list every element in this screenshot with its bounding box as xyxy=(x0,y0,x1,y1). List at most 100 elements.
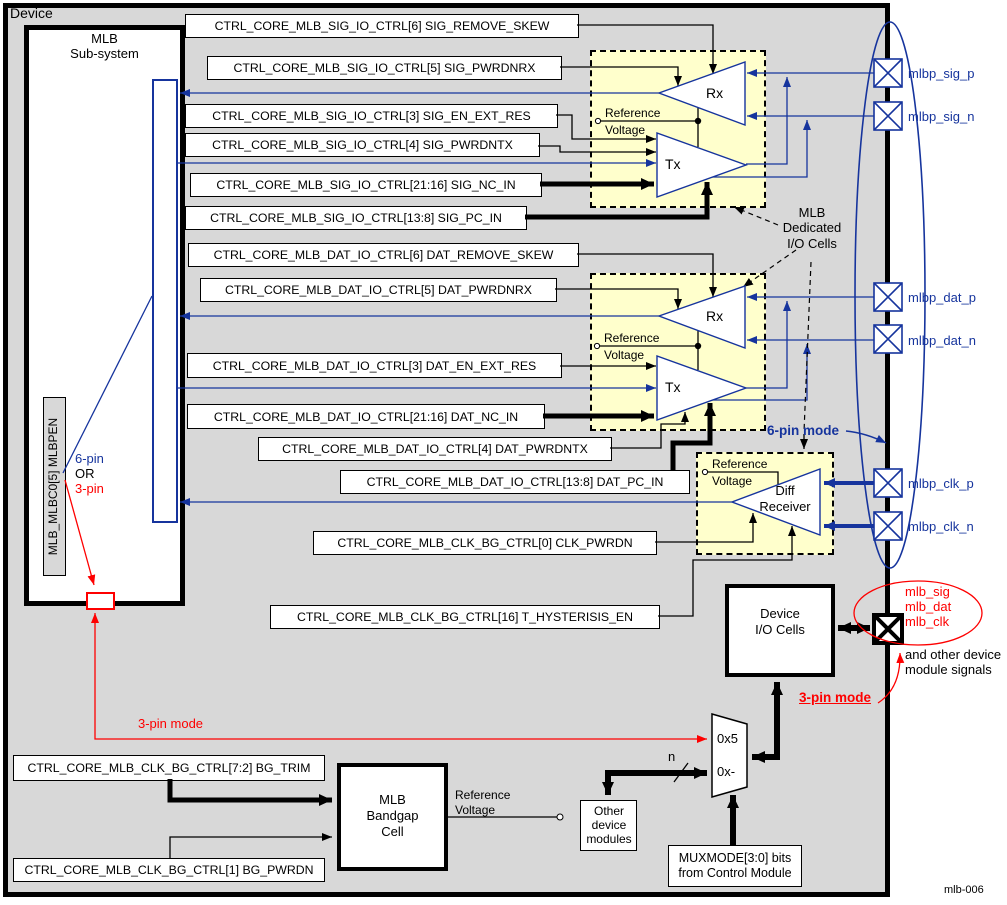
bandgap-box xyxy=(337,763,448,871)
pad-mlbp-sig-p xyxy=(873,58,903,88)
mode-3pin-label: 3-pin xyxy=(75,481,104,496)
mux-input-0x-label: 0x- xyxy=(717,764,736,779)
pad-mlbp-clk-n xyxy=(873,511,903,541)
pad-label-mlbp-sig-n: mlbp_sig_n xyxy=(908,109,975,124)
signal-mlb-sig: mlb_sig xyxy=(905,584,950,599)
diff-receiver-line1: Diff xyxy=(775,483,795,498)
mode-or-label: OR xyxy=(75,466,95,481)
sig-rx-label: Rx xyxy=(706,85,724,101)
dat-black-wires xyxy=(555,253,717,449)
pad-label-mlbp-dat-n: mlbp_dat_n xyxy=(908,333,976,348)
sig-rx-amp xyxy=(656,61,746,127)
bandgap-ref-line2: Voltage xyxy=(455,803,496,817)
diff-receiver-line2: Receiver xyxy=(759,499,811,514)
io-cells-callout-line1: MLB xyxy=(798,205,826,220)
dat-thick-wires xyxy=(543,403,716,470)
mlbpen-label: MLB_MLBC0[5] MLBPEN xyxy=(46,417,60,556)
bandgap-ref-line1: Reference xyxy=(455,788,511,802)
mlb-port-bus xyxy=(152,79,178,523)
three-pin-right-leader-arrow xyxy=(877,652,905,704)
sig-thick-wires xyxy=(525,178,713,220)
bg-pwrdn-wire xyxy=(169,833,332,858)
reg-dat-pwrdnrx: CTRL_CORE_MLB_DAT_IO_CTRL[5] DAT_PWRDNRX xyxy=(200,278,557,302)
device-io-cells-line2: I/O Cells xyxy=(755,622,805,637)
reg-sig-en-ext-res: CTRL_CORE_MLB_SIG_IO_CTRL[3] SIG_EN_EXT_… xyxy=(185,104,558,128)
other-modules-mux-biarrow xyxy=(602,767,707,795)
other-signals-line1: and other device xyxy=(905,647,1002,662)
dat-rx-amp xyxy=(656,285,746,350)
other-modules-line1: Other xyxy=(593,804,624,818)
bus-width-n-label: n xyxy=(668,749,676,764)
bandgap-line3: Cell xyxy=(381,824,404,839)
six-pin-mode-label: 6-pin mode xyxy=(767,423,840,438)
mlbp-pads xyxy=(873,58,903,541)
pad-label-mlbp-dat-p: mlbp_dat_p xyxy=(908,290,976,305)
reg-dat-pc-in: CTRL_CORE_MLB_DAT_IO_CTRL[13:8] DAT_PC_I… xyxy=(340,470,690,494)
bandgap-line1: MLB xyxy=(379,792,406,807)
io-cells-callout-line2: Dedicated xyxy=(782,220,842,235)
callout-leaders xyxy=(733,206,812,433)
pad-mlbp-clk-p xyxy=(873,468,903,498)
mode-6pin-label: 6-pin xyxy=(75,451,104,466)
three-pin-mode-line xyxy=(91,613,707,743)
pad-mlbp-sig-n xyxy=(873,101,903,131)
sig-tx-amp xyxy=(656,132,749,198)
sig-tx-label: Tx xyxy=(665,156,681,172)
reg-sig-nc-in: CTRL_CORE_MLB_SIG_IO_CTRL[21:16] SIG_NC_… xyxy=(190,173,542,197)
reg-dat-en-ext-res: CTRL_CORE_MLB_DAT_IO_CTRL[3] DAT_EN_EXT_… xyxy=(187,353,562,378)
dat-tx-amp xyxy=(656,355,749,421)
device-io-cells-line1: Device xyxy=(760,606,800,621)
bg-trim-wire xyxy=(167,779,332,806)
bandgap-line2: Bandgap xyxy=(366,808,419,823)
three-pin-mode-right-label: 3-pin mode xyxy=(799,690,872,705)
mux-input-0x5-label: 0x5 xyxy=(717,731,738,746)
dat-rx-label: Rx xyxy=(706,308,724,324)
subsystem-title-line2: Sub-system xyxy=(70,46,139,61)
pad-mlbp-dat-n xyxy=(873,324,903,354)
clk-ref-line2: Voltage xyxy=(712,474,753,488)
other-modules-box xyxy=(580,800,637,851)
mux-io-cells-biarrow xyxy=(752,682,783,763)
sig-ref-line2: Voltage xyxy=(605,123,646,137)
pad-label-mlbp-clk-n: mlbp_clk_n xyxy=(908,519,974,534)
three-pin-group-ellipse xyxy=(853,580,983,646)
reg-sig-pc-in: CTRL_CORE_MLB_SIG_IO_CTRL[13:8] SIG_PC_I… xyxy=(185,206,527,230)
pad-label-mlbp-sig-p: mlbp_sig_p xyxy=(908,66,975,81)
other-modules-line3: modules xyxy=(586,832,632,846)
clk-ref-line1: Reference xyxy=(712,457,768,471)
sig-black-wires xyxy=(538,24,717,156)
device-io-cells-box xyxy=(725,584,835,677)
six-pin-group-ellipse xyxy=(854,21,926,569)
dat-blue-wires xyxy=(177,293,874,401)
three-pin-mode-left-label: 3-pin mode xyxy=(138,716,204,731)
dat-ref-line1: Reference xyxy=(604,331,660,345)
reg-dat-nc-in: CTRL_CORE_MLB_DAT_IO_CTRL[21:16] DAT_NC_… xyxy=(187,404,545,429)
dat-tx-label: Tx xyxy=(665,379,681,395)
pad-mux xyxy=(711,713,748,798)
reg-bg-trim: CTRL_CORE_MLB_CLK_BG_CTRL[7:2] BG_TRIM xyxy=(13,755,325,781)
reg-dat-remove-skew: CTRL_CORE_MLB_DAT_IO_CTRL[6] DAT_REMOVE_… xyxy=(188,243,579,267)
reg-sig-pwrdntx: CTRL_CORE_MLB_SIG_IO_CTRL[4] SIG_PWRDNTX xyxy=(185,133,540,157)
ref-voltage-terminals xyxy=(556,117,709,821)
reg-dat-pwrdntx: CTRL_CORE_MLB_DAT_IO_CTRL[4] DAT_PWRDNTX xyxy=(258,437,612,461)
reg-bg-pwrdn: CTRL_CORE_MLB_CLK_BG_CTRL[1] BG_PWRDN xyxy=(13,858,325,882)
bus-width-slash xyxy=(673,762,689,783)
mlbpen-6pin-line xyxy=(62,295,153,474)
sig-blue-wires xyxy=(177,69,874,178)
other-signals-line2: module signals xyxy=(905,662,992,677)
mlbpen-box xyxy=(43,397,66,576)
six-pin-leader-arrow xyxy=(845,430,887,444)
sig-ref-line1: Reference xyxy=(605,106,661,120)
three-pin-port xyxy=(86,592,115,610)
reg-clk-pwrdn: CTRL_CORE_MLB_CLK_BG_CTRL[0] CLK_PWRDN xyxy=(313,531,657,555)
other-modules-line2: device xyxy=(591,818,627,832)
pad-device-shared xyxy=(872,613,904,645)
clk-diff-receiver-amp xyxy=(730,467,821,537)
figure-id: mlb-006 xyxy=(944,884,984,896)
clk-blue-wires xyxy=(180,478,874,531)
dat-ref-line2: Voltage xyxy=(604,348,645,362)
mlbpen-3pin-line xyxy=(64,479,96,586)
pad-mlbp-dat-p xyxy=(873,282,903,312)
pad-label-mlbp-clk-p: mlbp_clk_p xyxy=(908,476,974,491)
